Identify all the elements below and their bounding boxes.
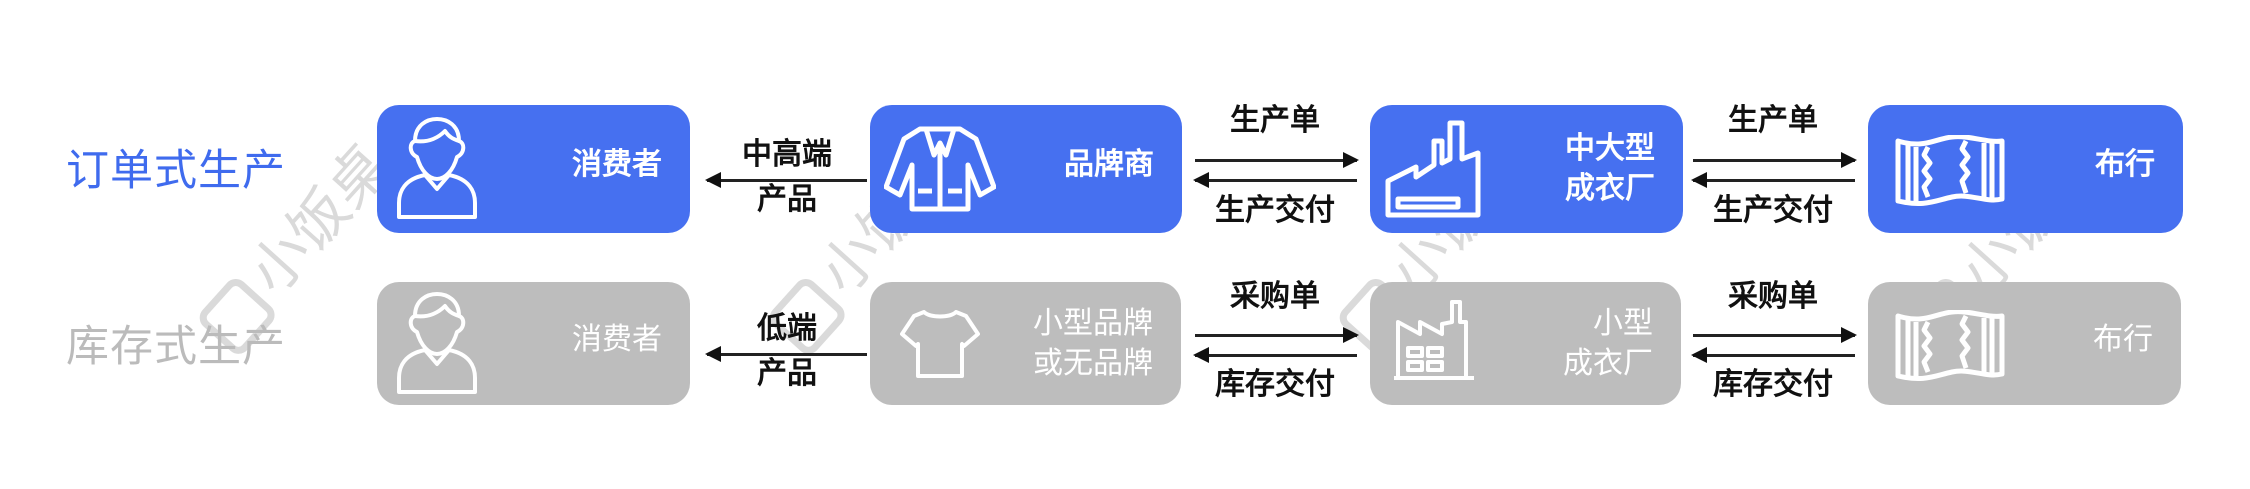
node-fabric-wholesaler: 布行	[1868, 282, 2181, 405]
arrow-right	[1195, 327, 1359, 343]
person-icon	[395, 292, 479, 396]
node-label: 布行	[2095, 147, 2155, 182]
small-factory-icon	[1392, 298, 1476, 382]
link-label-bottom: 库存交付	[1713, 367, 1833, 402]
link-label-bottom: 生产交付	[1215, 193, 1335, 228]
arrow-left	[1691, 347, 1855, 363]
node-label: 消费者	[572, 322, 662, 357]
link-label-bottom: 生产交付	[1713, 193, 1833, 228]
node-label: 布行	[2093, 322, 2153, 357]
link-label-bottom: 产品	[757, 356, 817, 391]
node-label: 中大型 成衣厂	[1565, 131, 1655, 206]
node-label: 消费者	[572, 147, 662, 182]
link-label-top: 采购单	[1728, 279, 1818, 314]
link-label-top: 低端	[757, 311, 817, 346]
arrow-left	[1691, 172, 1855, 188]
row-label-inventory-based: 库存式生产	[66, 322, 286, 372]
node-label: 品牌商	[1064, 147, 1154, 182]
arrow-left	[705, 172, 867, 188]
link-label-top: 采购单	[1230, 279, 1320, 314]
node-consumer: 消费者	[377, 282, 690, 405]
tshirt-icon	[900, 308, 980, 380]
link-label-top: 生产单	[1230, 103, 1320, 138]
link-label-bottom: 库存交付	[1215, 367, 1335, 402]
arrow-right	[1195, 152, 1359, 168]
node-fabric-wholesaler: 布行	[1868, 105, 2183, 233]
node-consumer: 消费者	[377, 105, 690, 233]
arrow-left	[1193, 172, 1357, 188]
fabric-icon	[1894, 310, 2006, 382]
node-label: 小型 成衣厂	[1563, 306, 1653, 381]
coat-icon	[884, 125, 996, 213]
link-label-bottom: 产品	[757, 182, 817, 217]
fabric-icon	[1894, 135, 2006, 207]
arrow-left	[705, 346, 867, 362]
link-label-top: 生产单	[1728, 103, 1818, 138]
arrow-left	[1193, 347, 1357, 363]
arrow-right	[1693, 152, 1857, 168]
factory-icon	[1384, 119, 1482, 219]
node-label: 小型品牌 或无品牌	[1033, 306, 1153, 381]
arrow-right	[1693, 327, 1857, 343]
node-garment-factory: 中大型 成衣厂	[1370, 105, 1683, 233]
node-brand: 品牌商	[870, 105, 1182, 233]
node-small-brand: 小型品牌 或无品牌	[870, 282, 1181, 405]
link-label-top: 中高端	[742, 137, 832, 172]
node-small-garment-factory: 小型 成衣厂	[1370, 282, 1681, 405]
person-icon	[395, 117, 479, 221]
row-label-order-based: 订单式生产	[66, 146, 286, 196]
